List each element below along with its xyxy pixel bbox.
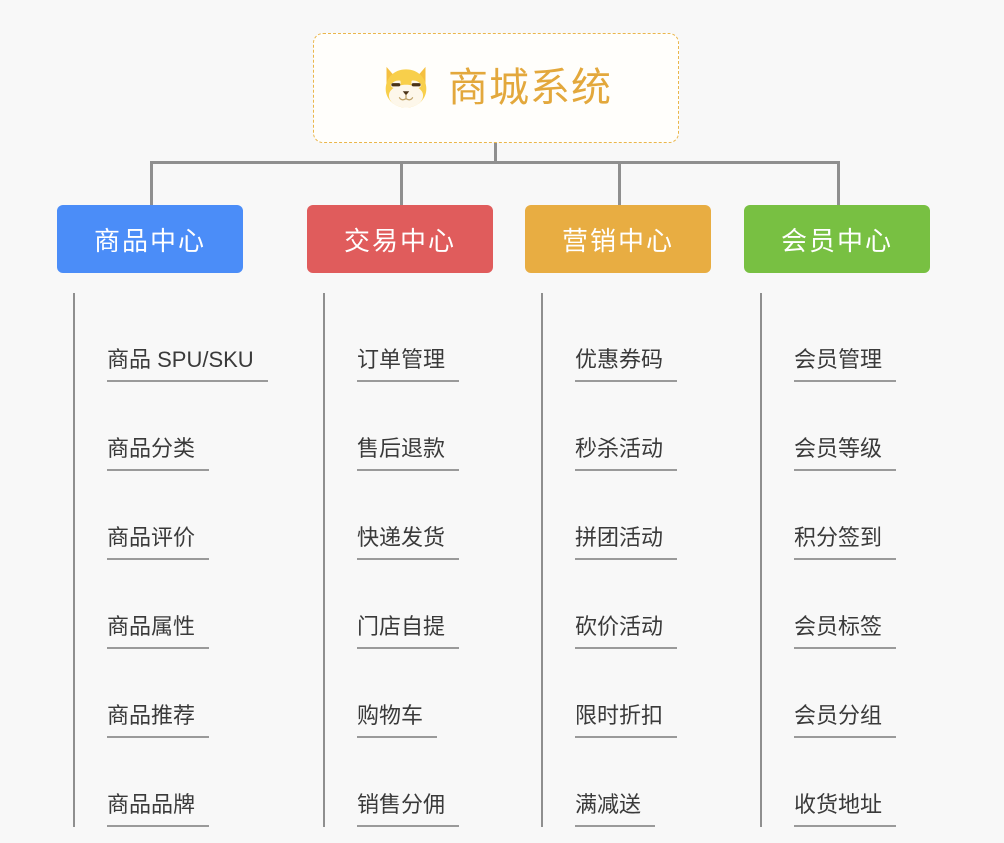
connector-drop-1 [150,161,153,205]
leaf-item[interactable]: 商品 SPU/SKU [75,293,268,382]
root-node[interactable]: 商城系统 [313,33,679,143]
leaf-item[interactable]: 收货地址 [762,738,930,827]
leaf-item[interactable]: 秒杀活动 [543,382,711,471]
connector-root-stem [494,143,497,164]
leaf-list-3: 优惠券码 秒杀活动 拼团活动 砍价活动 限时折扣 满减送 [541,293,711,827]
leaf-item[interactable]: 门店自提 [325,560,493,649]
leaf-item[interactable]: 订单管理 [325,293,493,382]
leaf-label: 满减送 [575,792,656,827]
connector-drop-4 [837,161,840,205]
branch-column-3: 营销中心 优惠券码 秒杀活动 拼团活动 砍价活动 限时折扣 满减送 [525,205,711,843]
connector-drop-2 [400,161,403,205]
leaf-item[interactable]: 砍价活动 [543,560,711,649]
branch-header-3[interactable]: 营销中心 [525,205,711,273]
leaf-item[interactable]: 优惠券码 [543,293,711,382]
leaf-item[interactable]: 商品推荐 [75,649,268,738]
leaf-item[interactable]: 快递发货 [325,471,493,560]
leaf-label: 商品推荐 [107,703,210,738]
leaf-item[interactable]: 会员标签 [762,560,930,649]
leaf-label: 商品评价 [107,525,210,560]
leaf-label: 砍价活动 [575,614,678,649]
leaf-label: 商品分类 [107,436,210,471]
leaf-label: 快递发货 [357,525,460,560]
leaf-list-2: 订单管理 售后退款 快递发货 门店自提 购物车 销售分佣 [323,293,493,827]
branch-column-1: 商品中心 商品 SPU/SKU 商品分类 商品评价 商品属性 商品推荐 商品品牌 [57,205,268,843]
leaf-label: 会员等级 [794,436,897,471]
leaf-label: 拼团活动 [575,525,678,560]
branch-column-2: 交易中心 订单管理 售后退款 快递发货 门店自提 购物车 销售分佣 [307,205,493,843]
leaf-item[interactable]: 积分签到 [762,471,930,560]
root-title: 商城系统 [448,66,612,110]
branch-header-1[interactable]: 商品中心 [57,205,243,273]
branch-header-4[interactable]: 会员中心 [744,205,930,273]
leaf-label: 销售分佣 [357,792,460,827]
leaf-item[interactable]: 商品评价 [75,471,268,560]
leaf-label: 购物车 [357,703,438,738]
leaf-list-4: 会员管理 会员等级 积分签到 会员标签 会员分组 收货地址 [760,293,930,827]
leaf-label: 商品属性 [107,614,210,649]
leaf-item[interactable]: 会员等级 [762,382,930,471]
leaf-item[interactable]: 售后退款 [325,382,493,471]
leaf-label: 限时折扣 [575,703,678,738]
leaf-label: 优惠券码 [575,347,678,382]
leaf-list-1: 商品 SPU/SKU 商品分类 商品评价 商品属性 商品推荐 商品品牌 [73,293,268,827]
leaf-item[interactable]: 满减送 [543,738,711,827]
branch-header-2[interactable]: 交易中心 [307,205,493,273]
leaf-item[interactable]: 销售分佣 [325,738,493,827]
connector-drop-3 [618,161,621,205]
leaf-item[interactable]: 限时折扣 [543,649,711,738]
leaf-label: 售后退款 [357,436,460,471]
leaf-label: 商品品牌 [107,792,210,827]
leaf-item[interactable]: 会员管理 [762,293,930,382]
leaf-item[interactable]: 商品品牌 [75,738,268,827]
leaf-item[interactable]: 会员分组 [762,649,930,738]
leaf-label: 秒杀活动 [575,436,678,471]
leaf-item[interactable]: 商品属性 [75,560,268,649]
leaf-item[interactable]: 商品分类 [75,382,268,471]
leaf-label: 订单管理 [357,347,460,382]
branch-column-4: 会员中心 会员管理 会员等级 积分签到 会员标签 会员分组 收货地址 [744,205,930,843]
leaf-label: 积分签到 [794,525,897,560]
connector-horizontal-bus [150,161,840,164]
leaf-label: 收货地址 [794,792,897,827]
leaf-item[interactable]: 拼团活动 [543,471,711,560]
leaf-item[interactable]: 购物车 [325,649,493,738]
leaf-label: 门店自提 [357,614,460,649]
leaf-label: 会员标签 [794,614,897,649]
shiba-dog-face-icon [385,66,427,108]
leaf-label: 会员分组 [794,703,897,738]
leaf-label: 会员管理 [794,347,897,382]
leaf-label: 商品 SPU/SKU [107,347,268,382]
